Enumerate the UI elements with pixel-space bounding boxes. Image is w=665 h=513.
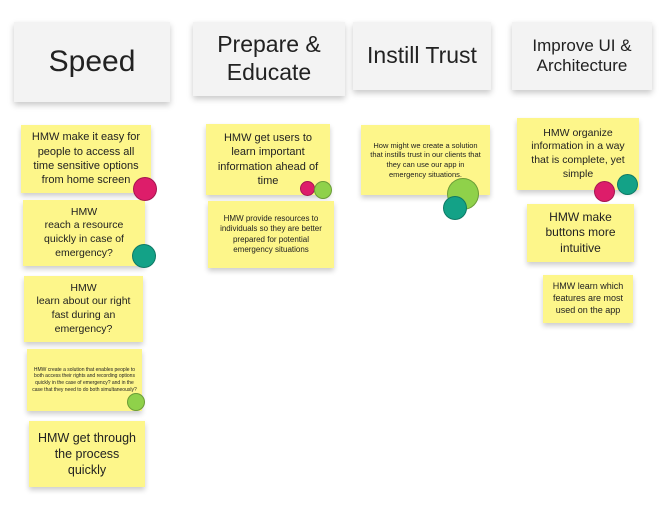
sticky-note[interactable]: How might we create a solution that inst… — [361, 125, 490, 195]
sticky-note[interactable]: HMW get users to learn important informa… — [206, 124, 330, 195]
sticky-note[interactable]: HMW learn which features are most used o… — [543, 275, 633, 323]
column-header-prepare-educate[interactable]: Prepare & Educate — [193, 22, 345, 96]
sticky-note[interactable]: HMW provide resources to individuals so … — [208, 201, 334, 268]
vote-dot-red[interactable] — [300, 181, 315, 196]
sticky-note[interactable]: HMW make buttons more intuitive — [527, 204, 634, 262]
vote-dot-teal[interactable] — [132, 244, 156, 268]
column-header-speed[interactable]: Speed — [14, 22, 170, 102]
column-header-improve-ui-architecture[interactable]: Improve UI & Architecture — [512, 22, 652, 90]
vote-dot-green[interactable] — [314, 181, 332, 199]
sticky-note[interactable]: HMW make it easy for people to access al… — [21, 125, 151, 193]
vote-dot-teal[interactable] — [443, 196, 467, 220]
sticky-note[interactable]: HMW learn about our right fast during an… — [24, 276, 143, 342]
vote-dot-red[interactable] — [594, 181, 615, 202]
sticky-note[interactable]: HMW get through the process quickly — [29, 421, 145, 487]
sticky-note[interactable]: HMW create a solution that enables peopl… — [27, 349, 142, 411]
vote-dot-green[interactable] — [127, 393, 145, 411]
vote-dot-teal[interactable] — [617, 174, 638, 195]
sticky-note[interactable]: HMW reach a resource quickly in case of … — [23, 200, 145, 266]
sticky-note[interactable]: HMW organize information in a way that i… — [517, 118, 639, 190]
vote-dot-red[interactable] — [133, 177, 157, 201]
column-header-instill-trust[interactable]: Instill Trust — [353, 22, 491, 90]
